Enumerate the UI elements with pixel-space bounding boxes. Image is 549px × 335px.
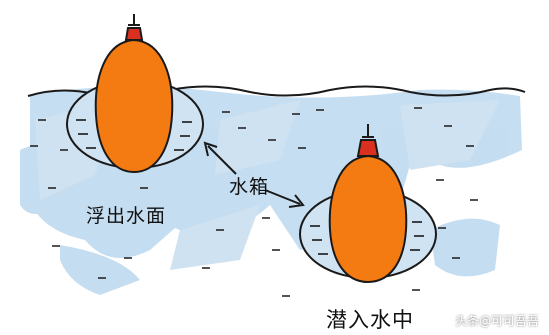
submerged-submarine xyxy=(299,124,437,284)
water-dash-marks xyxy=(30,107,478,297)
surfaced-hull xyxy=(94,38,174,174)
water-streaks xyxy=(35,100,500,270)
watermark-logo-icon xyxy=(440,314,452,327)
water-tank-label: 水箱 xyxy=(229,176,270,198)
submerged-conning-tower xyxy=(356,139,380,157)
submerged-label: 潜入水中 xyxy=(326,308,414,332)
arrow-to-surfaced-tank xyxy=(207,145,237,175)
tank-pointer-arrows xyxy=(203,141,305,208)
surfaced-conning-tower xyxy=(124,27,144,41)
surfaced-tank-water-lines xyxy=(76,119,192,151)
arrow-to-submerged-tank xyxy=(264,189,301,205)
watermark-text: 头条@可可吾吾 xyxy=(455,314,540,328)
watermark: 头条@可可吾吾 xyxy=(440,312,539,329)
submerged-tank-water-lines xyxy=(310,221,424,255)
surfaced-label: 浮出水面 xyxy=(86,205,167,227)
surfaced-submarine xyxy=(66,14,204,174)
submerged-hull xyxy=(328,154,408,284)
